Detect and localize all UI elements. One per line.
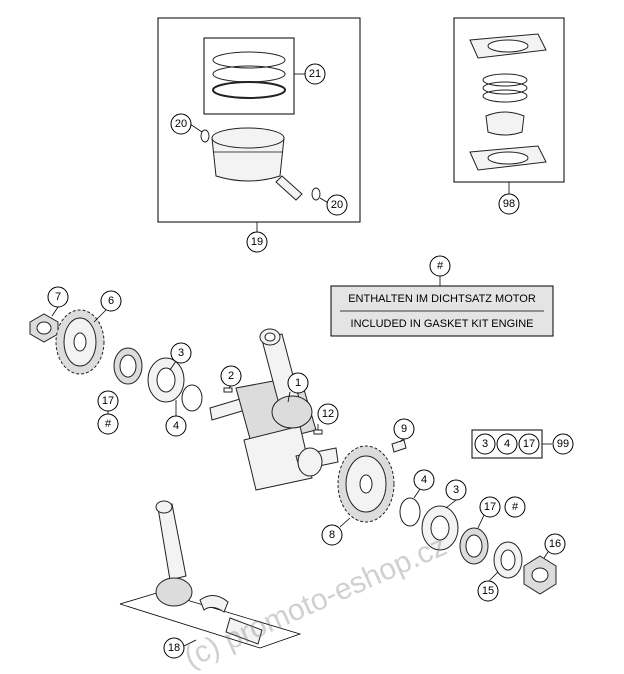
svg-text:17: 17 [484, 501, 496, 513]
svg-text:#: # [105, 418, 112, 430]
callout-4-left: 4 [165, 415, 187, 437]
callout-4-right: 4 [413, 469, 435, 491]
right-nut [523, 555, 557, 595]
svg-text:3: 3 [482, 438, 488, 450]
svg-text:17: 17 [102, 395, 114, 407]
right-main-bearing [421, 505, 459, 551]
svg-text:20: 20 [331, 199, 343, 211]
svg-text:8: 8 [329, 529, 335, 541]
timing-gear [55, 309, 105, 375]
callout-16: 16 [544, 533, 566, 555]
callout-1: 1 [287, 372, 309, 394]
kit-callout-17: 17 [518, 433, 540, 455]
crank-key-right [313, 429, 323, 435]
svg-text:16: 16 [549, 538, 561, 550]
conrod-kit-rod [155, 500, 193, 607]
right-shaft-seal [459, 527, 489, 565]
pin-clip-right [311, 187, 321, 201]
piston-rings [212, 51, 286, 99]
callout-hash-right: # [504, 496, 526, 518]
callout-21: 21 [304, 63, 326, 85]
svg-text:4: 4 [173, 420, 179, 432]
left-shim-washer [181, 384, 203, 412]
callout-12: 12 [317, 403, 339, 425]
piston-pin [275, 175, 303, 201]
callout-9: 9 [393, 418, 415, 440]
callout-3-left: 3 [170, 342, 192, 364]
cylinder-kit-parts [469, 33, 547, 171]
svg-text:99: 99 [557, 438, 569, 450]
svg-text:4: 4 [504, 438, 510, 450]
svg-text:7: 7 [55, 291, 61, 303]
callout-hash-note: # [429, 255, 451, 277]
svg-text:18: 18 [168, 642, 180, 654]
callout-20-left: 20 [170, 113, 192, 135]
svg-text:2: 2 [228, 370, 234, 382]
callout-18: 18 [163, 637, 185, 659]
callout-8: 8 [321, 524, 343, 546]
callout-2: 2 [220, 365, 242, 387]
kit-callout-4: 4 [496, 433, 518, 455]
primary-gear [337, 445, 395, 523]
dowel-pin [391, 439, 407, 453]
svg-text:9: 9 [401, 423, 407, 435]
svg-text:6: 6 [108, 295, 114, 307]
callout-6: 6 [100, 290, 122, 312]
pin-clip-left [200, 129, 210, 143]
right-shim-washer [399, 497, 421, 527]
svg-text:17: 17 [523, 438, 535, 450]
conrod-kit-frame [119, 591, 302, 649]
callout-17-left: 17 [97, 390, 119, 412]
left-shaft-seal [113, 347, 143, 385]
callout-20-right: 20 [326, 194, 348, 216]
piston [211, 127, 285, 182]
svg-text:3: 3 [178, 347, 184, 359]
callout-hash-left: # [97, 413, 119, 435]
piston-ring-frame [203, 37, 295, 115]
gasket-note-english: INCLUDED IN GASKET KIT ENGINE [351, 318, 534, 330]
svg-text:#: # [437, 260, 444, 272]
callout-98: 98 [498, 193, 520, 215]
callout-19: 19 [246, 231, 268, 253]
svg-text:12: 12 [322, 408, 334, 420]
piston-kit-frame [157, 17, 361, 223]
svg-text:4: 4 [421, 474, 427, 486]
callout-17-right: 17 [479, 496, 501, 518]
left-main-bearing [147, 357, 185, 403]
svg-text:1: 1 [295, 377, 301, 389]
svg-text:20: 20 [175, 118, 187, 130]
right-washer [493, 541, 523, 579]
gasket-note-german: ENTHALTEN IM DICHTSATZ MOTOR [348, 293, 536, 305]
svg-text:19: 19 [251, 236, 263, 248]
kit-callout-3: 3 [474, 433, 496, 455]
callout-15: 15 [477, 580, 499, 602]
conrod-bearing-shells [199, 595, 229, 613]
svg-text:21: 21 [309, 68, 321, 80]
crank-key-small [223, 387, 233, 393]
svg-text:3: 3 [453, 484, 459, 496]
kit-callout-99: 99 [552, 433, 574, 455]
callout-7: 7 [47, 286, 69, 308]
svg-text:#: # [512, 501, 519, 513]
left-nut [29, 313, 59, 343]
conrod-pin [225, 617, 263, 645]
svg-text:15: 15 [482, 585, 494, 597]
svg-text:98: 98 [503, 198, 515, 210]
callout-3-right: 3 [445, 479, 467, 501]
